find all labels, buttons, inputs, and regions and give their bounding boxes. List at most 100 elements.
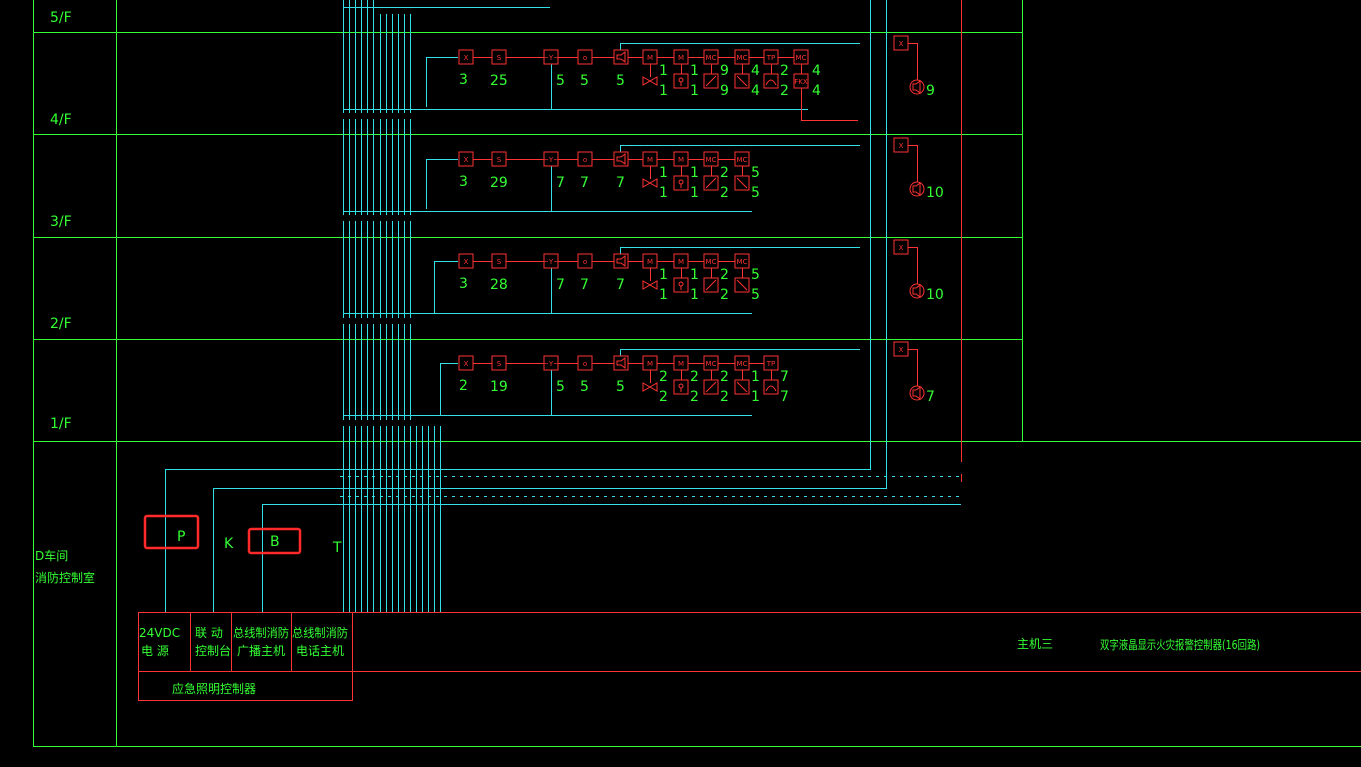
damper-box bbox=[703, 277, 719, 293]
speaker-icon bbox=[909, 181, 925, 197]
horn-box bbox=[613, 151, 629, 167]
floor-label-4f: 4/F bbox=[50, 112, 72, 128]
count-mc1-a: 2 bbox=[720, 369, 729, 385]
highlight-box-b bbox=[247, 527, 302, 555]
count-mc1-b: 2 bbox=[720, 185, 729, 201]
count-mc2-a: 1 bbox=[751, 369, 760, 385]
flow-switch-icon bbox=[678, 281, 684, 287]
count-heat: 7 bbox=[556, 175, 565, 191]
count-s: 29 bbox=[490, 175, 508, 191]
heat-detector-symbol: ~Y~ bbox=[543, 258, 559, 266]
speaker-icon-cone bbox=[912, 386, 921, 400]
count-speaker: 9 bbox=[926, 83, 935, 99]
count-tp-a: 2 bbox=[780, 63, 789, 79]
manual-call-point-symbol: o bbox=[583, 156, 587, 164]
linkage-console-label-2: 控制台 bbox=[195, 643, 231, 658]
control-module-2-symbol: MC bbox=[737, 54, 748, 62]
heat-detector-symbol: ~Y~ bbox=[543, 156, 559, 164]
speaker-module-x-symbol: X bbox=[899, 40, 904, 48]
fan-control-icon bbox=[736, 177, 748, 189]
power-supply-label: 24VDC bbox=[139, 626, 180, 640]
fan-control-icon bbox=[736, 279, 748, 291]
count-valve-b: 2 bbox=[659, 389, 668, 405]
count-x: 2 bbox=[459, 378, 468, 394]
control-module-2-symbol: MC bbox=[737, 156, 748, 164]
count-x: 3 bbox=[459, 72, 468, 88]
count-mc2-a: 4 bbox=[751, 63, 760, 79]
smoke-detector bbox=[491, 49, 507, 65]
bus-floor-gap bbox=[341, 215, 443, 221]
telephone-jack-box bbox=[763, 73, 779, 89]
count-horn: 7 bbox=[616, 175, 625, 191]
riser-label-t: T bbox=[332, 540, 342, 556]
telephone-module-symbol: TP bbox=[766, 360, 776, 368]
count-fkx: 4 bbox=[812, 83, 821, 99]
bus-floor-gap bbox=[341, 318, 443, 324]
count-s: 28 bbox=[490, 277, 508, 293]
manual-call-point bbox=[577, 151, 593, 167]
manual-call-point bbox=[577, 253, 593, 269]
flow-switch-icon bbox=[678, 179, 684, 185]
count-mc1-a: 2 bbox=[720, 267, 729, 283]
broadcast-host-label: 总线制消防 bbox=[233, 625, 289, 640]
damper-icon bbox=[705, 381, 717, 393]
drawing-frame bbox=[33, 0, 1361, 747]
count-m2-b: 1 bbox=[690, 287, 699, 303]
input-module-symbol: M bbox=[647, 156, 653, 164]
count-m2-a: 1 bbox=[690, 267, 699, 283]
count-speaker: 10 bbox=[926, 185, 944, 201]
telephone-module-symbol: TP bbox=[766, 54, 776, 62]
manual-call-point-symbol: o bbox=[583, 258, 587, 266]
count-mc2-b: 5 bbox=[751, 287, 760, 303]
speaker-module-x-symbol: X bbox=[899, 244, 904, 252]
speaker-icon bbox=[909, 385, 925, 401]
flow-switch-box bbox=[673, 73, 689, 89]
speaker-module-x-symbol: X bbox=[899, 346, 904, 354]
input-module-2-symbol: M bbox=[678, 54, 684, 62]
text-layer: 5/F 4/F 3/F 2/F 1/F D车间 消防控制室 P K B T 24… bbox=[35, 10, 1260, 696]
count-mc1-b: 2 bbox=[720, 389, 729, 405]
count-horn: 7 bbox=[616, 277, 625, 293]
broadcast-host-label-2: 广播主机 bbox=[237, 644, 285, 658]
damper-icon bbox=[705, 177, 717, 189]
control-module-symbol: MC bbox=[706, 156, 717, 164]
fkx-module-symbol: FKX bbox=[794, 78, 808, 86]
horn-icon bbox=[616, 357, 626, 369]
power-supply-label-2: 电 源 bbox=[141, 644, 169, 658]
telephone-icon bbox=[765, 385, 777, 392]
telephone-icon bbox=[765, 79, 777, 86]
module-x bbox=[458, 253, 474, 269]
telephone-host-label-2: 电话主机 bbox=[296, 644, 344, 658]
count-mc2-b: 4 bbox=[751, 83, 760, 99]
count-x: 3 bbox=[459, 276, 468, 292]
smoke-detector bbox=[491, 151, 507, 167]
count-heat: 7 bbox=[556, 277, 565, 293]
horn-box bbox=[613, 253, 629, 269]
count-speaker: 10 bbox=[926, 287, 944, 303]
count-valve-a: 1 bbox=[659, 63, 668, 79]
count-speaker: 7 bbox=[926, 389, 935, 405]
heat-detector bbox=[543, 355, 559, 371]
flow-switch-box bbox=[673, 379, 689, 395]
count-mc1-b: 9 bbox=[720, 83, 729, 99]
main-unit-description: 双字液晶显示火灾报警控制器(16回路) bbox=[1100, 637, 1260, 652]
speaker-icon-cone bbox=[912, 182, 921, 196]
fan-control-box bbox=[734, 175, 750, 191]
valve-icon bbox=[642, 280, 658, 290]
module-x-symbol: X bbox=[464, 258, 469, 266]
heat-detector-symbol: ~Y~ bbox=[543, 54, 559, 62]
floor-label-3f: 3/F bbox=[50, 214, 72, 230]
fan-control-box bbox=[734, 379, 750, 395]
control-module-2-symbol: MC bbox=[737, 258, 748, 266]
manual-call-point-symbol: o bbox=[583, 54, 587, 62]
damper-box bbox=[703, 73, 719, 89]
module-x-symbol: X bbox=[464, 360, 469, 368]
count-valve-a: 1 bbox=[659, 267, 668, 283]
flow-switch-icon bbox=[678, 77, 684, 83]
smoke-detector bbox=[491, 253, 507, 269]
horn-box bbox=[613, 355, 629, 371]
smoke-detector-symbol: S bbox=[497, 156, 502, 164]
